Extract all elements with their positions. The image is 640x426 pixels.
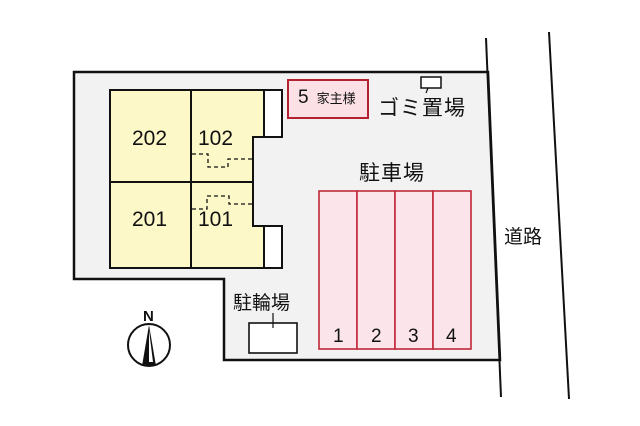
owner-parking-label: 5 家主様 <box>298 88 356 107</box>
unit-202-label: 202 <box>132 127 168 150</box>
balcony-bottom <box>263 225 283 269</box>
garbage-box-icon <box>420 76 442 89</box>
unit-202-shape <box>109 89 192 183</box>
road-label: 道路 <box>504 226 543 248</box>
unit-101-label: 101 <box>198 208 234 231</box>
compass-north-label: N <box>143 308 154 325</box>
road-edge-left <box>485 37 502 398</box>
owner-parking-box <box>287 79 369 119</box>
parking-slot-2-label: 2 <box>371 326 382 347</box>
entry-path-101 <box>192 195 253 210</box>
entry-path-102 <box>192 153 253 168</box>
balcony-top <box>263 89 283 138</box>
garbage-area-label: ゴミ置場 <box>378 96 466 120</box>
parking-slot-1-shape <box>318 190 358 350</box>
unit-102-label: 102 <box>198 127 234 150</box>
owner-slot-number: 5 <box>298 87 309 108</box>
bicycle-parking-label: 駐輪場 <box>233 292 291 314</box>
parking-slot-3-shape <box>394 190 434 350</box>
owner-text: 家主様 <box>316 92 356 107</box>
parking-slot-4-shape <box>432 190 472 350</box>
unit-201-label: 201 <box>132 208 168 231</box>
parking-slot-1-label: 1 <box>333 326 344 347</box>
north-arrow-highlight <box>149 330 153 362</box>
garbage-leader <box>425 87 429 94</box>
parking-slot-3-label: 3 <box>408 326 419 347</box>
road-edge-right <box>548 31 570 400</box>
parking-slot-2-shape <box>356 190 396 350</box>
parking-title: 駐車場 <box>359 161 425 185</box>
parking-slot-4-label: 4 <box>446 326 457 347</box>
